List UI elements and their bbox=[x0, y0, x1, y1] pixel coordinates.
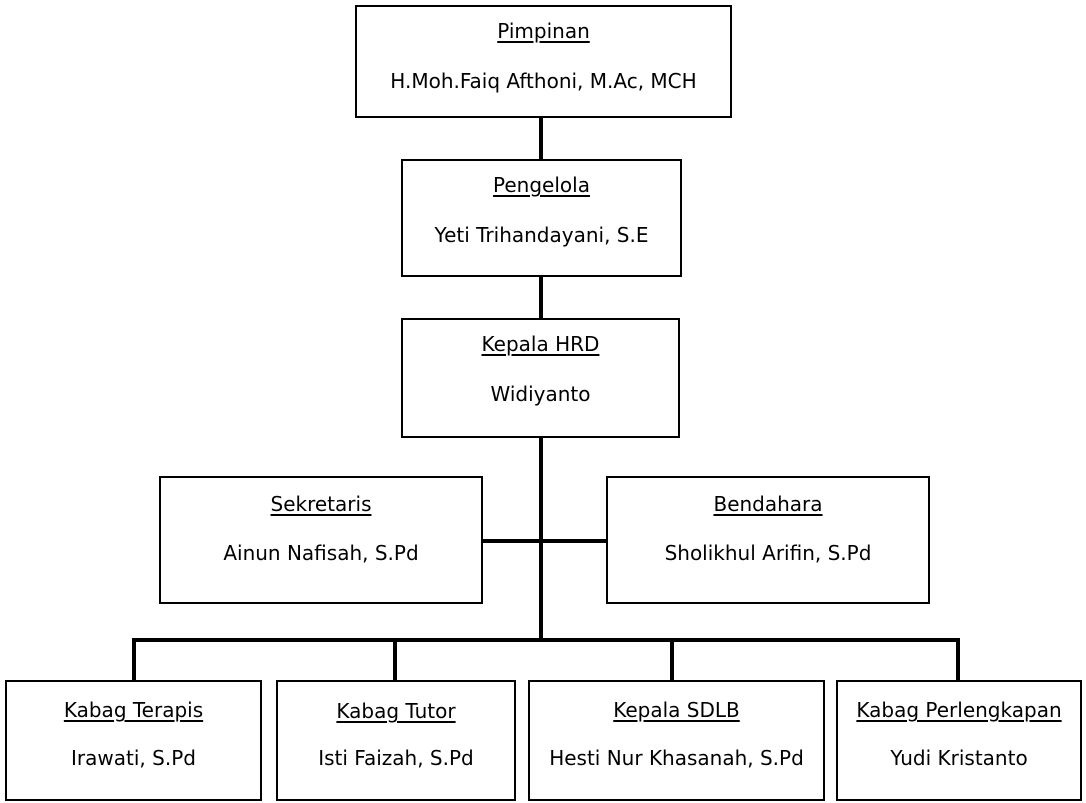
node-kabag-tutor: Kabag Tutor Isti Faizah, S.Pd bbox=[276, 680, 516, 801]
node-person: Isti Faizah, S.Pd bbox=[318, 746, 474, 770]
node-kepala-hrd: Kepala HRD Widiyanto bbox=[401, 318, 680, 438]
node-pengelola: Pengelola Yeti Trihandayani, S.E bbox=[401, 159, 682, 277]
node-role: Kepala SDLB bbox=[613, 698, 740, 722]
node-role: Pengelola bbox=[493, 173, 590, 197]
node-person: Yudi Kristanto bbox=[890, 746, 1028, 770]
node-person: H.Moh.Faiq Afthoni, M.Ac, MCH bbox=[390, 69, 697, 93]
node-role: Pimpinan bbox=[497, 19, 590, 43]
node-person: Ainun Nafisah, S.Pd bbox=[223, 541, 419, 565]
node-role: Sekretaris bbox=[270, 492, 372, 516]
node-kabag-terapis: Kabag Terapis Irawati, S.Pd bbox=[5, 680, 262, 801]
node-bendahara: Bendahara Sholikhul Arifin, S.Pd bbox=[606, 476, 930, 604]
node-role: Kepala HRD bbox=[481, 332, 600, 356]
node-pimpinan: Pimpinan H.Moh.Faiq Afthoni, M.Ac, MCH bbox=[355, 5, 732, 118]
node-role: Kabag Tutor bbox=[336, 699, 456, 723]
node-person: Yeti Trihandayani, S.E bbox=[434, 223, 649, 247]
node-person: Irawati, S.Pd bbox=[71, 746, 196, 770]
node-kabag-perlengkapan: Kabag Perlengkapan Yudi Kristanto bbox=[836, 680, 1082, 801]
node-sekretaris: Sekretaris Ainun Nafisah, S.Pd bbox=[159, 476, 483, 604]
node-kepala-sdlb: Kepala SDLB Hesti Nur Khasanah, S.Pd bbox=[528, 680, 825, 801]
node-role: Kabag Perlengkapan bbox=[856, 698, 1062, 722]
node-person: Widiyanto bbox=[490, 382, 591, 406]
node-person: Sholikhul Arifin, S.Pd bbox=[664, 541, 872, 565]
node-role: Kabag Terapis bbox=[63, 698, 204, 722]
node-person: Hesti Nur Khasanah, S.Pd bbox=[549, 746, 804, 770]
node-role: Bendahara bbox=[713, 492, 823, 516]
